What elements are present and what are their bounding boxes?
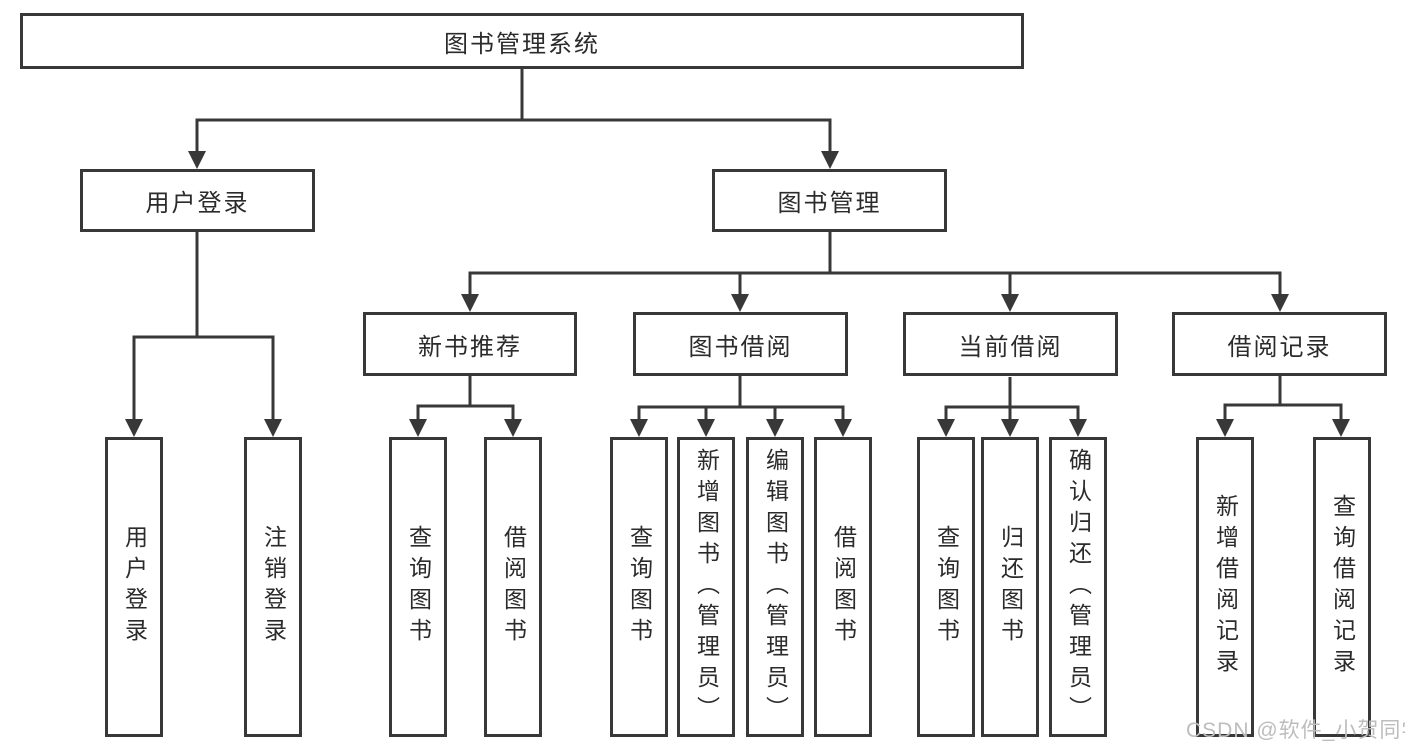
leaf-borrow-books-label: 借阅图书 (830, 525, 857, 649)
node-new-book-recommend-label: 新书推荐 (418, 333, 522, 361)
node-current-borrow-label: 当前借阅 (958, 333, 1063, 361)
node-book-borrow-label: 图书借阅 (688, 333, 793, 361)
node-book-borrow: 图书借阅 (633, 312, 848, 376)
leaf-user-login: 用户登录 (105, 437, 163, 737)
leaf-recommend-query-books-label: 查询图书 (405, 525, 432, 649)
node-borrow-records-label: 借阅记录 (1227, 333, 1332, 361)
node-current-borrow: 当前借阅 (903, 312, 1118, 376)
leaf-recommend-borrow-books-label: 借阅图书 (500, 525, 527, 649)
node-book-management: 图书管理 (712, 169, 947, 232)
leaf-add-borrow-record-label: 新增借阅记录 (1212, 494, 1239, 680)
leaf-add-books-admin-label: 新增图书（管理员） (693, 447, 720, 727)
leaf-confirm-return-admin: 确认归还（管理员） (1049, 437, 1107, 737)
leaf-user-login-label: 用户登录 (121, 525, 148, 649)
csdn-watermark: CSDN @软件_小贺同学 (1186, 719, 1405, 742)
leaf-recommend-query-books: 查询图书 (389, 437, 447, 737)
leaf-add-books-admin: 新增图书（管理员） (677, 437, 735, 737)
leaf-edit-books-admin-label: 编辑图书（管理员） (762, 447, 789, 727)
leaf-borrow-books: 借阅图书 (814, 437, 872, 737)
leaf-logout-label: 注销登录 (260, 525, 287, 649)
leaf-confirm-return-admin-label: 确认归还（管理员） (1065, 447, 1092, 727)
node-borrow-records: 借阅记录 (1172, 312, 1387, 376)
leaf-current-query-books: 查询图书 (917, 437, 975, 737)
node-book-management-label: 图书管理 (777, 190, 882, 217)
leaf-borrow-query-books-label: 查询图书 (626, 525, 653, 649)
node-root-label: 图书管理系统 (444, 30, 600, 58)
node-new-book-recommend: 新书推荐 (363, 312, 577, 376)
leaf-return-books-label: 归还图书 (997, 525, 1024, 649)
leaf-recommend-borrow-books: 借阅图书 (484, 437, 542, 737)
node-user-login: 用户登录 (80, 169, 315, 232)
leaf-add-borrow-record: 新增借阅记录 (1196, 437, 1254, 737)
leaf-edit-books-admin: 编辑图书（管理员） (746, 437, 804, 737)
leaf-current-query-books-label: 查询图书 (933, 525, 960, 649)
leaf-query-borrow-record: 查询借阅记录 (1313, 437, 1371, 737)
node-user-login-label: 用户登录 (145, 190, 250, 217)
leaf-logout: 注销登录 (244, 437, 302, 737)
leaf-borrow-query-books: 查询图书 (610, 437, 668, 737)
node-root-system: 图书管理系统 (20, 13, 1024, 69)
leaf-query-borrow-record-label: 查询借阅记录 (1329, 494, 1356, 680)
leaf-return-books: 归还图书 (981, 437, 1039, 737)
